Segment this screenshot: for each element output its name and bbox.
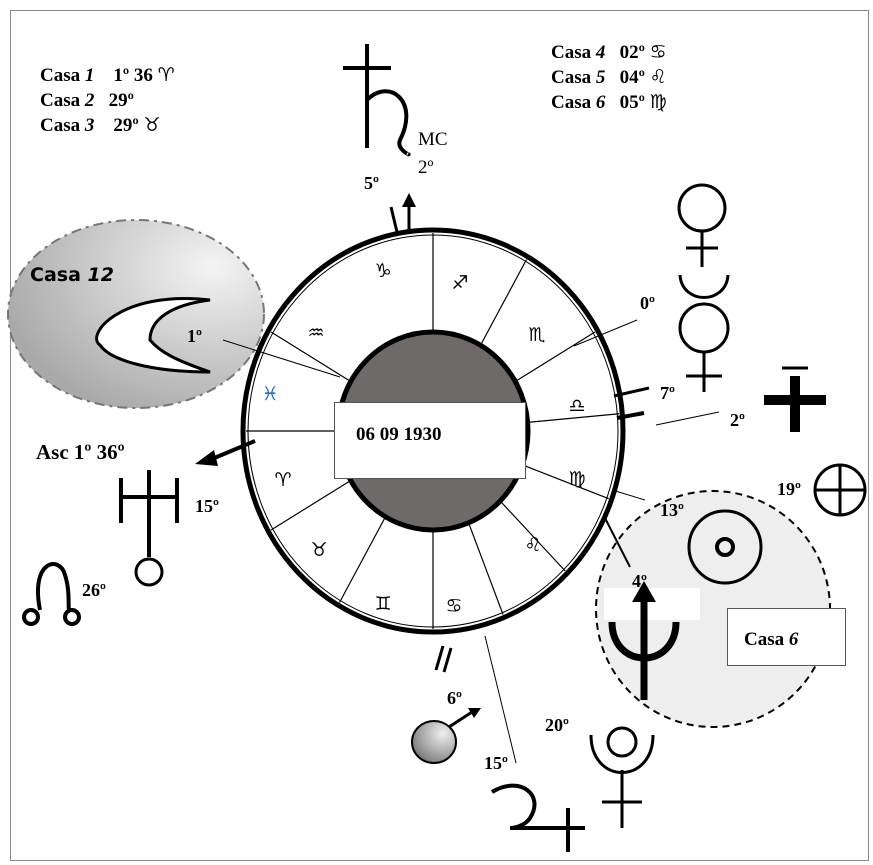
uranus-degree: 15º [195,496,219,516]
tick-7 [613,386,650,398]
moon-icon [95,297,211,374]
mars-icon [411,708,481,764]
mc-degree: 2º [418,157,434,178]
aquarius-sign: ♒ [307,322,325,344]
sagittarius-sign: ♐ [451,272,469,294]
house-row-2: Casa 2 29º [40,90,134,111]
jupiter-degree: 15º [484,753,508,773]
date-box: 06 09 1930 [334,402,526,479]
gemini-sign: ♊ [374,593,392,615]
node-degree: 26º [82,580,106,600]
scorpio-sign: ♏ [528,324,546,346]
house-list-left: Casa 1 1º 36 ♈ Casa 2 29º Casa 3 29º ♉ [40,63,175,138]
saturn-icon [343,44,411,157]
line-2 [655,411,720,426]
leo-sign: ♌ [524,534,542,556]
sun-line [611,489,646,501]
asc-arrowhead [195,450,218,466]
casa6-box: Casa 6 [727,608,846,666]
virgo-sign: ♍ [568,468,586,490]
jupiter-icon [490,783,585,852]
asc-arrow-line [211,439,256,461]
house-row-1: Casa 1 1º 36 ♈ [40,64,175,86]
cancer-icon: ♋ [649,41,667,63]
venus-icon [677,183,727,267]
casa12-label: Casa 12 [30,264,114,286]
house-row-6: Casa 6 05º ♍ [551,91,667,113]
casa6-num: 6 [788,629,799,650]
mars-degree: 6º [447,688,462,708]
venus-degree: 0º [640,293,655,313]
house-spoke [522,464,609,500]
house-spoke [270,479,352,531]
cancer-sign: ♋ [445,595,463,617]
birth-date: 06 09 1930 [356,424,442,445]
mercury-degree: 7º [660,383,675,403]
house-row-3: Casa 3 29º ♉ [40,114,161,136]
earth-degree: 19º [777,479,801,499]
asc-label: Asc 1º 36º [36,440,125,464]
ic-tick-b [442,647,453,673]
capricorn-sign: ♑ [374,260,392,282]
house-row-4: Casa 4 02º ♋ [551,41,667,63]
moon-degree: 1º [187,326,202,346]
chart-frame [10,10,869,861]
cross-degree: 2º [730,410,745,430]
leo-icon: ♌ [649,66,667,88]
mc-arrowhead [402,193,416,207]
house-spoke [468,522,504,615]
uranus-icon [119,470,179,587]
mc-tick [389,206,399,233]
house-spoke [479,259,528,346]
venus-line [573,319,638,347]
house-spoke [499,500,566,572]
moon-line [222,339,341,378]
cross-icon [764,366,826,432]
house-spoke [270,331,352,383]
sun-degree: 13º [660,500,684,520]
jupiter-line [484,635,517,764]
libra-sign: ♎ [568,395,586,417]
house-spoke [338,516,387,603]
taurus-icon: ♉ [143,114,161,136]
mercury-icon [678,274,730,392]
house-list-right: Casa 4 02º ♋ Casa 5 04º ♌ Casa 6 05º ♍ [551,40,667,115]
mc-label: MC [418,129,448,150]
aries-sign: ♈ [274,469,292,491]
neptune-degree: 4º [632,571,647,591]
pisces-sign: ♓ [261,383,279,405]
house-row-5: Casa 5 04º ♌ [551,66,667,88]
tick-2a [616,411,645,420]
pluto-icon [589,726,655,828]
casa6-word: Casa [744,629,785,650]
saturn-degree: 5º [364,173,379,193]
neptune-line [604,517,631,568]
taurus-sign: ♉ [310,539,328,561]
pluto-degree: 20º [545,715,569,735]
south-node-icon [22,562,81,626]
house-spoke [527,413,620,423]
sun-icon [687,509,763,585]
house-spokes [246,233,620,629]
neptune-label-bg [604,588,700,620]
ic-tick-a [434,645,445,671]
earth-icon [813,463,867,517]
aries-icon: ♈ [157,64,175,86]
neptune-icon [608,581,680,700]
house-spoke [514,331,596,383]
virgo-icon: ♍ [649,91,667,113]
